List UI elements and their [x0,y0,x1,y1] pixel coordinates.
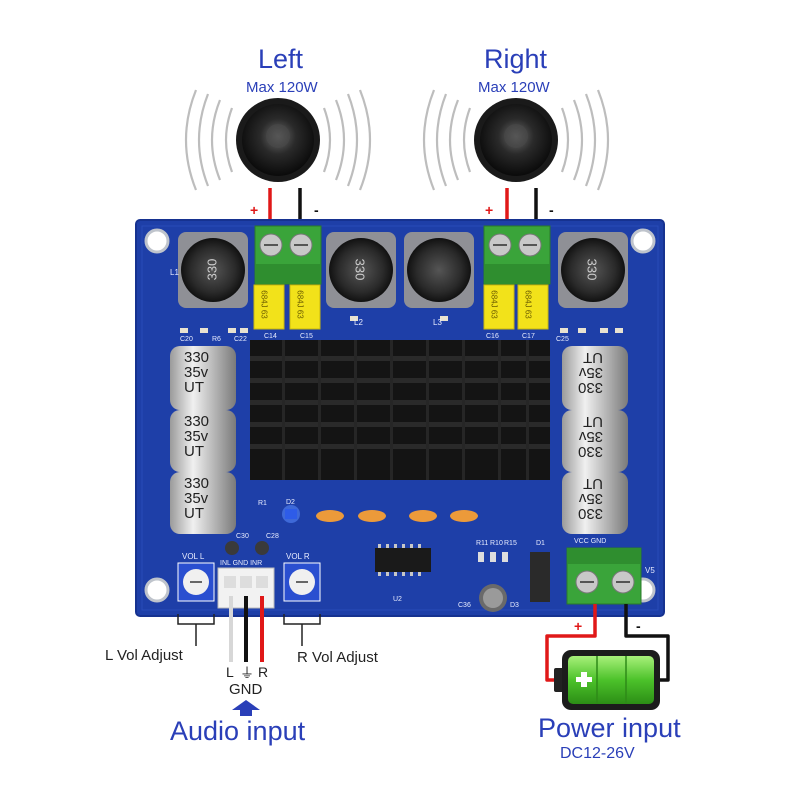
r-vol-adjust-label: R Vol Adjust [297,649,378,666]
silk-vol-r: VOL R [286,552,310,561]
vol-adjust-brackets [177,614,321,646]
silk-r10: R10 [490,540,503,547]
led-indicator [282,505,300,523]
electrolytic-caps-right [562,346,628,534]
silk-d1: D1 [536,540,545,547]
inductor-l3 [404,232,474,308]
silk-r11: R11 [476,540,489,547]
silk-r6: R6 [212,336,221,343]
electrolytic-caps-left [170,346,236,534]
silk-c36: C36 [458,602,471,609]
ic-chip [375,544,431,576]
left-plus-sign: + [250,202,259,218]
film-cap-code-2: 684J 63 [295,290,305,319]
right-speaker-terminal [483,225,551,285]
silk-input-header: INL GND INR [220,560,263,567]
silk-vol-l: VOL L [182,552,205,561]
silk-d2: D2 [286,499,295,506]
right-minus-sign: - [549,202,554,218]
silk-u2: U2 [393,596,402,603]
wire-l-label: L [226,664,234,680]
wire-r-label: R [258,664,269,680]
silk-c14: C14 [264,333,277,340]
inductor-l2-code: 330 [352,258,368,281]
silk-c20: C20 [180,336,193,343]
silk-vcc-gnd: VCC GND [574,538,607,545]
silk-c22: C22 [234,336,247,343]
power-range-label: DC12-26V [560,745,635,762]
small-capacitors [225,541,269,555]
battery-icon [554,650,660,710]
left-speaker-icon [184,89,372,191]
r-volume-pot [283,562,321,602]
bottom-smd [478,552,550,612]
left-speaker-title: Left [258,44,304,74]
silk-c16: C16 [486,333,499,340]
inductor-l4 [558,232,628,308]
power-wires [545,604,670,682]
heatsink [250,340,550,480]
cap-text-left-3: 330 35v UT [184,475,210,522]
silk-l1: L1 [170,268,179,277]
right-speaker-title: Right [484,44,548,74]
cap-text-right-2: 330 35v UT [578,413,604,460]
silk-c28: C28 [266,533,279,540]
right-plus-sign: + [485,202,494,218]
l-vol-adjust-label: L Vol Adjust [105,647,183,664]
film-capacitors [253,284,549,330]
power-terminal [566,547,642,605]
film-cap-code-4: 684J 63 [523,290,533,319]
smd-components [180,316,623,333]
silk-c25: C25 [556,336,569,343]
orange-smd-row [316,510,478,522]
cap-text-left-2: 330 35v UT [184,413,210,460]
inductor-l4-code: 330 [584,258,600,281]
right-speaker-icon [422,89,610,191]
power-input-label: Power input [538,713,681,743]
left-speaker-power: Max 120W [246,79,318,96]
ground-symbol: ⏚ [240,665,254,681]
film-cap-code-3: 684J 63 [489,290,499,319]
silk-l3: L3 [433,318,442,327]
right-speaker-power: Max 120W [478,79,550,96]
silk-l2: L2 [354,318,363,327]
power-plus-label: + [574,618,583,634]
l-volume-pot [177,562,215,602]
audio-input-header [217,567,275,609]
cap-text-right-1: 330 35v UT [578,349,604,396]
inductor-l1-code: 330 [204,258,220,281]
silk-c17: C17 [522,333,535,340]
silk-v5: V5 [645,566,655,575]
cap-text-left-1: 330 35v UT [184,349,210,396]
inductor-l1 [178,232,248,308]
film-cap-code-1: 684J 63 [259,290,269,319]
power-minus-label: - [636,618,641,634]
silk-r15: R15 [504,540,517,547]
silk-r1: R1 [258,500,267,507]
left-speaker-terminal [254,225,322,285]
arrow-up-icon [232,700,260,716]
silk-c30: C30 [236,533,249,540]
cap-text-right-3: 330 35v UT [578,475,604,522]
silk-c15: C15 [300,333,313,340]
inductor-l2 [326,232,396,308]
left-minus-sign: - [314,202,319,218]
audio-input-label: Audio input [170,716,306,746]
audio-input-wires [229,596,264,662]
silk-d3: D3 [510,602,519,609]
gnd-label: GND [229,681,263,698]
